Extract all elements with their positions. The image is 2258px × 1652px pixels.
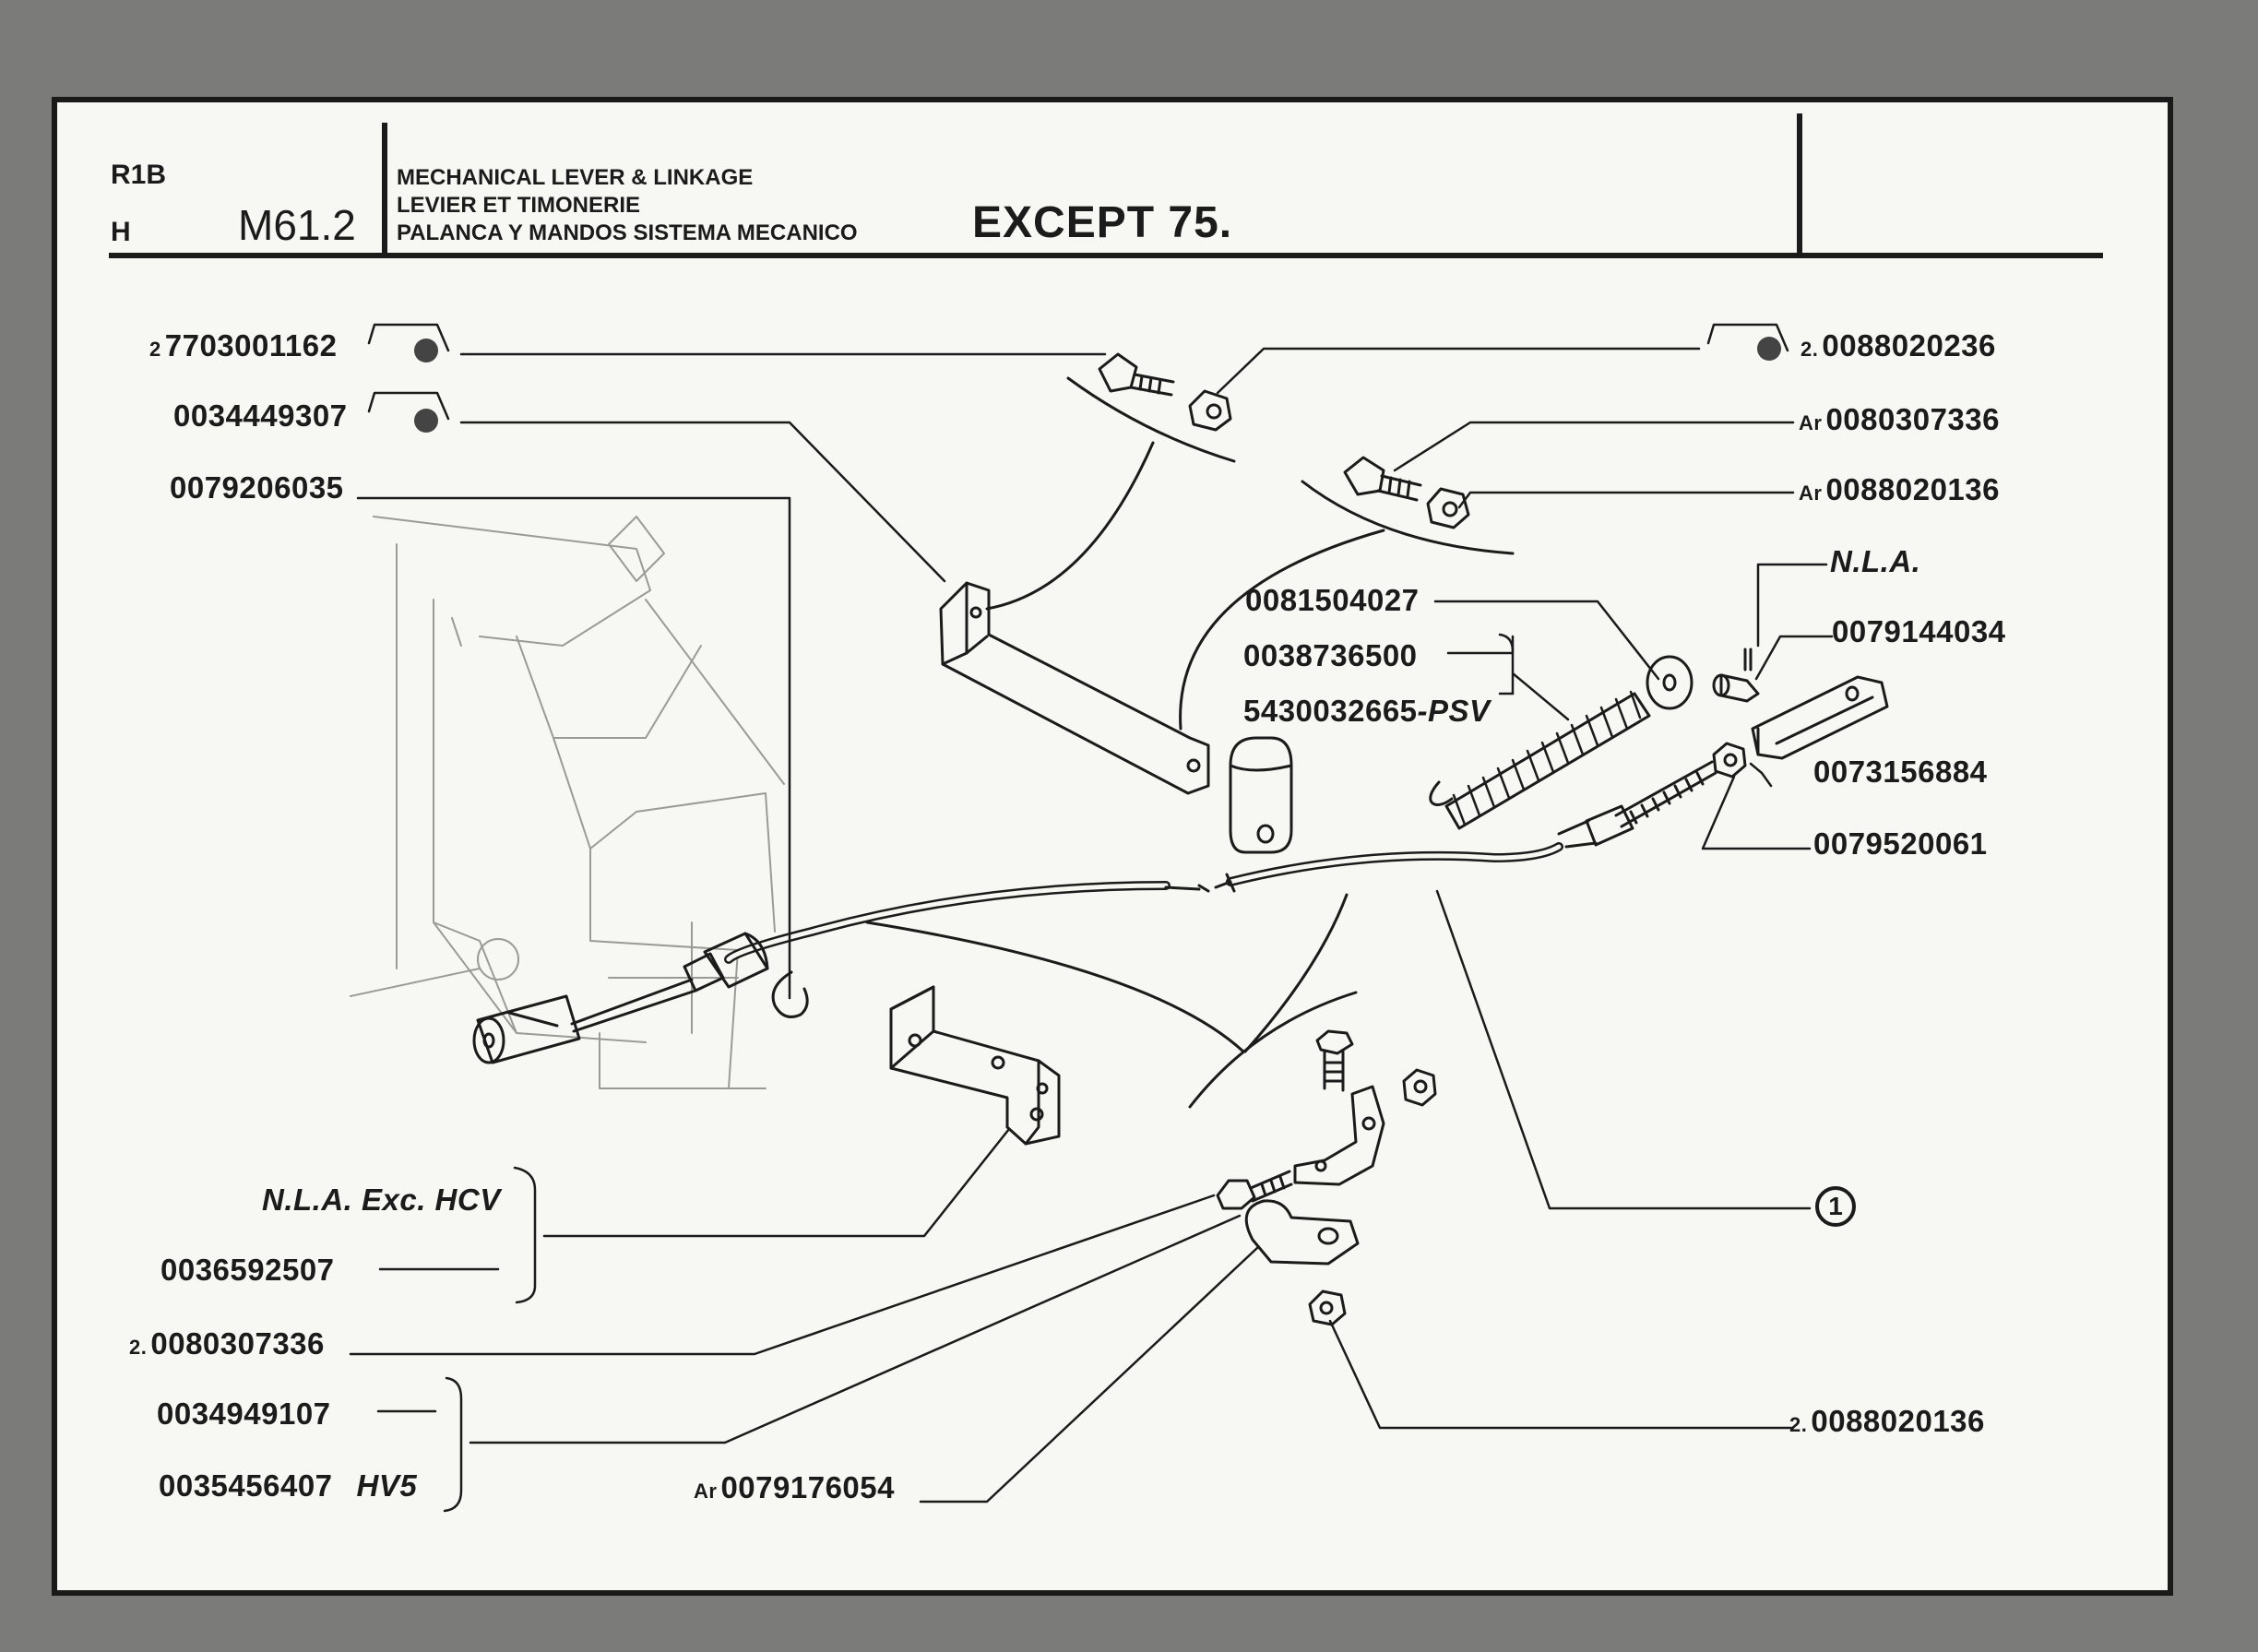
z-bracket — [889, 985, 1061, 1146]
part-label-0034949107: 0034949107 — [157, 1396, 331, 1431]
section-code: M61.2 — [238, 201, 356, 249]
washer — [1646, 655, 1694, 710]
washer-symbols — [414, 337, 1781, 433]
part-label-0036592507: 0036592507 — [160, 1253, 335, 1287]
part-label-0073156884: 0073156884 — [1813, 755, 1988, 789]
clevis-yoke — [1751, 675, 1889, 760]
part-label-0088020136-lower: 2.0088020136 — [1789, 1404, 1985, 1438]
part-label-0079206035: 0079206035 — [170, 470, 344, 505]
nut-mid — [1426, 487, 1470, 529]
callout-1: 1 — [1815, 1186, 1856, 1227]
nut-bottom — [1308, 1290, 1347, 1326]
cable-ferrule — [1557, 804, 1634, 849]
threaded-rod — [1614, 760, 1717, 828]
part-label-0038736500: 0038736500 — [1243, 638, 1418, 672]
part-label-nla-exc-hcv: N.L.A. Exc. HCV — [262, 1183, 501, 1217]
locknut — [1712, 742, 1747, 778]
clevis-left — [472, 994, 581, 1064]
title-french: LEVIER ET TIMONERIE — [397, 193, 641, 218]
clevis-pin — [1712, 673, 1760, 703]
bolt-mid — [1343, 456, 1422, 502]
lever-bracket — [939, 581, 1210, 795]
split-pin — [1743, 648, 1753, 671]
cable-clamp-top — [1229, 736, 1293, 854]
parts-sheet: R1B H M61.2 MECHANICAL LEVER & LINKAGE L… — [52, 97, 2173, 1596]
title-spanish: PALANCA Y MANDOS SISTEMA MECANICO — [397, 220, 858, 245]
part-label-5430032665: 5430032665-PSV — [1243, 694, 1491, 728]
group-code: R1B — [111, 160, 167, 190]
hook-clip — [771, 970, 809, 1018]
header-divider — [382, 123, 387, 257]
spring — [1429, 690, 1651, 830]
bolt-vertical — [1315, 1029, 1354, 1092]
leader-lines — [349, 323, 1834, 1513]
cable-adjuster-left — [683, 932, 769, 992]
angle-bracket — [1293, 1085, 1385, 1186]
machine-frame-sketch — [350, 516, 785, 1089]
header-rule — [109, 253, 2103, 258]
part-label-0034449307: 0034449307 — [173, 398, 348, 433]
inner-cable-left — [570, 978, 697, 1033]
applicability-note: EXCEPT 75. — [972, 198, 1233, 247]
part-label-0088020236: 2.0088020236 — [1800, 328, 1996, 362]
title-english: MECHANICAL LEVER & LINKAGE — [397, 165, 754, 190]
part-label-0079144034: 0079144034 — [1832, 614, 2006, 648]
part-label-0080307336-lower: 2.0080307336 — [129, 1326, 325, 1361]
header-divider-right — [1797, 113, 1802, 256]
variant-code: H — [111, 217, 131, 247]
part-label-nla-pin: N.L.A. — [1830, 544, 1921, 578]
bolt-top-left — [1098, 352, 1175, 397]
part-label-0079520061: 0079520061 — [1813, 826, 1988, 861]
p-clip — [1244, 1199, 1360, 1266]
nut-lower-right — [1402, 1068, 1437, 1107]
part-label-0081504027: 0081504027 — [1245, 583, 1420, 617]
control-cable — [724, 842, 1563, 964]
nut-top — [1188, 389, 1232, 432]
bolt-lower — [1216, 1170, 1293, 1210]
